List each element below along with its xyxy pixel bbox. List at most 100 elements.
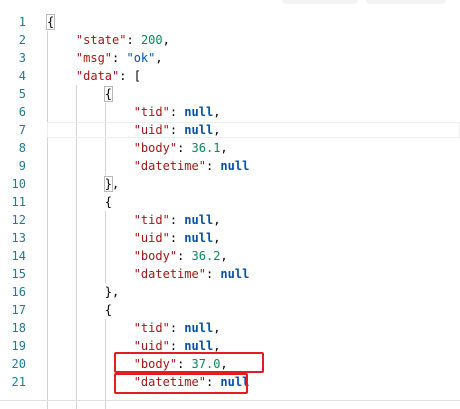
code-line[interactable]: 19 "uid": null, (0, 337, 460, 355)
code-token: : (169, 213, 185, 227)
code-token: { (45, 14, 56, 30)
line-number: 1 (18, 15, 26, 29)
code-line[interactable]: 16 }, (0, 283, 460, 301)
indent (47, 51, 76, 65)
line-number: 21 (11, 375, 26, 389)
code-token: "datetime" (133, 375, 206, 389)
code-line[interactable]: 1{ (0, 13, 460, 31)
code-line[interactable]: 3 "msg": "ok", (0, 49, 460, 67)
code-line[interactable]: 10 }, (0, 175, 460, 193)
code-token: null (220, 267, 250, 281)
code-line[interactable]: 21 "datetime": null (0, 373, 460, 391)
annotation-box-datetime (114, 373, 248, 394)
code-token: "uid" (133, 339, 170, 353)
line-number: 14 (11, 249, 26, 263)
code-line[interactable]: 9 "datetime": null (0, 157, 460, 175)
code-token: 36.2 (191, 249, 221, 263)
code-token: : (169, 321, 185, 335)
code-line[interactable]: 12 "tid": null, (0, 211, 460, 229)
code-token: "uid" (133, 231, 170, 245)
code-token: 36.1 (191, 141, 221, 155)
code-line[interactable]: 18 "tid": null, (0, 319, 460, 337)
indent (47, 123, 134, 137)
code-line[interactable]: 2 "state": 200, (0, 31, 460, 49)
code-token: null (184, 213, 214, 227)
code-line[interactable]: 15 "datetime": null (0, 265, 460, 283)
code-line[interactable]: 6 "tid": null, (0, 103, 460, 121)
line-content: "datetime": null (47, 157, 250, 175)
code-line[interactable]: 7 "uid": null, (0, 121, 460, 139)
code-token: , (213, 105, 221, 119)
code-token: } (104, 285, 113, 299)
code-token: , (162, 33, 170, 47)
line-content: "data": [ (47, 67, 141, 85)
code-line[interactable]: 5 { (0, 85, 460, 103)
code-token: { (104, 195, 113, 209)
line-content: "tid": null, (47, 103, 221, 121)
code-editor[interactable]: 1{2 "state": 200,3 "msg": "ok",4 "data":… (0, 13, 460, 409)
line-number: 8 (18, 141, 26, 155)
line-number: 11 (11, 195, 26, 209)
toolbar-tab[interactable] (366, 0, 446, 4)
line-content: "body": 36.2, (47, 247, 228, 265)
code-token: , (213, 339, 221, 353)
indent (47, 177, 105, 191)
indent-guide (76, 85, 77, 409)
code-token: [ (133, 69, 141, 83)
line-content: "tid": null, (47, 211, 221, 229)
line-content: "tid": null, (47, 319, 221, 337)
code-line[interactable]: 14 "body": 36.2, (0, 247, 460, 265)
code-token: , (220, 249, 228, 263)
code-token: : (177, 249, 192, 263)
indent (47, 303, 105, 317)
code-line[interactable]: 13 "uid": null, (0, 229, 460, 247)
line-number: 9 (18, 159, 26, 173)
code-token: 200 (140, 33, 163, 47)
code-token: , (213, 231, 221, 245)
toolbar-strip (0, 0, 460, 6)
code-token: null (184, 231, 214, 245)
line-number: 5 (18, 87, 26, 101)
indent-guide (105, 319, 106, 409)
code-token: } (103, 176, 114, 192)
toolbar-tab[interactable] (282, 0, 358, 4)
indent (47, 321, 134, 335)
line-number: 6 (18, 105, 26, 119)
annotation-box-body (114, 352, 264, 373)
code-token: , (213, 123, 221, 137)
code-token: "tid" (133, 105, 170, 119)
code-token: "state" (75, 33, 127, 47)
code-token: , (220, 357, 228, 371)
line-content: "uid": null, (47, 121, 221, 139)
indent-guide (105, 103, 106, 175)
code-line[interactable]: 11 { (0, 193, 460, 211)
indent (47, 213, 134, 227)
line-content: "body": 37.0, (47, 355, 228, 373)
line-number: 12 (11, 213, 26, 227)
code-token: "body" (133, 141, 178, 155)
code-line[interactable]: 20 "body": 37.0, (0, 355, 460, 373)
code-token: : (112, 51, 127, 65)
code-token: { (103, 86, 114, 102)
code-token: null (220, 375, 250, 389)
line-content: "state": 200, (47, 31, 170, 49)
code-line[interactable]: 17 { (0, 301, 460, 319)
line-content: { (47, 85, 114, 103)
code-line[interactable]: 4 "data": [ (0, 67, 460, 85)
line-content: }, (47, 283, 119, 301)
line-number: 4 (18, 69, 26, 83)
code-token: 37.0 (191, 357, 221, 371)
code-token: "uid" (133, 123, 170, 137)
indent (47, 267, 134, 281)
code-token: "tid" (133, 321, 170, 335)
indent (47, 69, 76, 83)
code-line[interactable]: 8 "body": 36.1, (0, 139, 460, 157)
indent (47, 339, 134, 353)
code-token: , (112, 285, 120, 299)
code-token: : (169, 105, 185, 119)
code-token: { (104, 303, 113, 317)
line-content: "uid": null, (47, 229, 221, 247)
indent (47, 195, 105, 209)
line-number: 3 (18, 51, 26, 65)
code-token: : (205, 159, 221, 173)
